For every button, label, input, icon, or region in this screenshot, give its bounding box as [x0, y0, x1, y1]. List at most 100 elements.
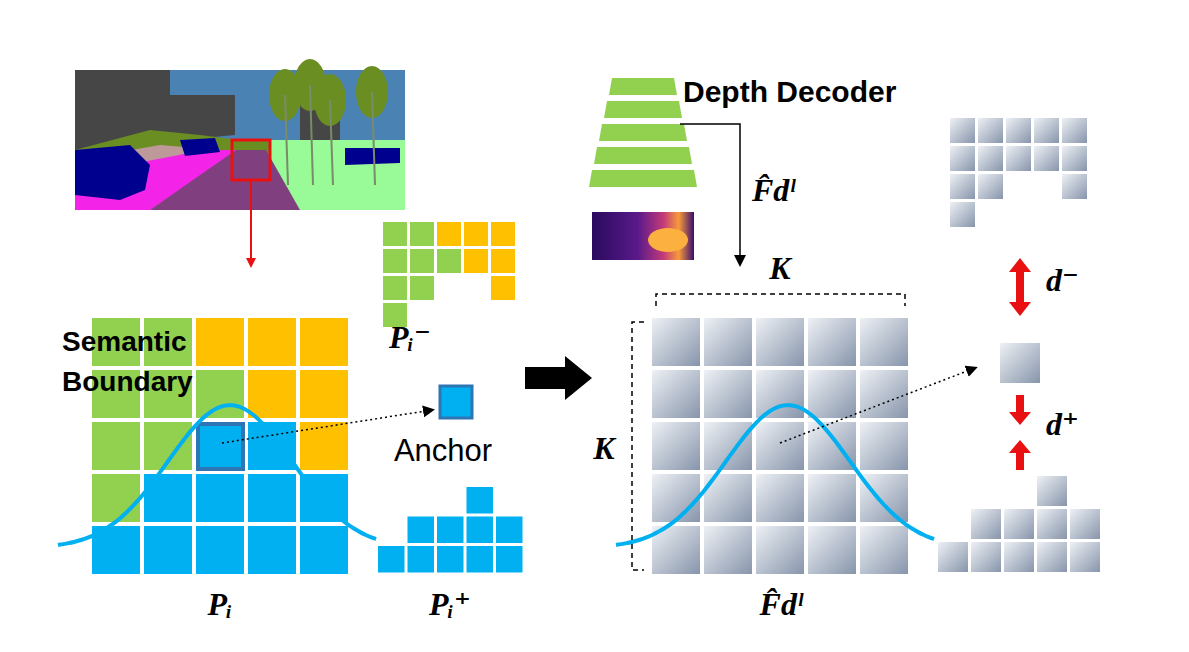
crop-box [232, 140, 270, 180]
negative-feature-cell [978, 146, 1003, 171]
feature-cell [652, 318, 700, 366]
segment-region [75, 130, 405, 210]
patch-cell [92, 474, 140, 522]
decoder-layer [604, 101, 682, 118]
patch-cell [196, 318, 244, 366]
negative-feature-cell [1006, 118, 1031, 143]
feature-cell [756, 370, 804, 418]
tree-trunk [285, 95, 288, 185]
dimension-label: K [593, 430, 614, 467]
depth-map-blob [648, 228, 688, 252]
decoder-layer [599, 124, 687, 141]
negative-cell [383, 276, 407, 300]
positive-feature-cell [1037, 542, 1067, 572]
feature-cell [652, 474, 700, 522]
positive-feature-cell [938, 542, 968, 572]
distance-arrow [1009, 258, 1031, 316]
negative-cell [464, 249, 488, 273]
negative-feature-cell [1006, 146, 1031, 171]
positive-cell [496, 546, 523, 573]
gaussian-curve [58, 405, 376, 545]
positive-cell [467, 546, 494, 573]
feature-cell [756, 422, 804, 470]
anchor-feature [1000, 343, 1040, 383]
negative-cell [383, 249, 407, 273]
patch-cell [300, 318, 348, 366]
positive-feature-cell [1070, 509, 1100, 539]
negative-feature-cell [1062, 118, 1087, 143]
positive-feature-cell [971, 542, 1001, 572]
tree-trunk [330, 100, 333, 185]
patch-cell [196, 370, 244, 418]
negative-cell [437, 249, 461, 273]
feature-cell [808, 474, 856, 522]
positive-feature-cell [971, 509, 1001, 539]
dotted-arrow [780, 368, 975, 443]
feature-label: F̂dˡ [760, 586, 803, 623]
feature-cell [704, 422, 752, 470]
feature-cell [704, 318, 752, 366]
positive-feature-cell [1037, 476, 1067, 506]
tree-trunk [372, 92, 375, 185]
positive-cell [496, 517, 523, 544]
dimension-bracket [632, 322, 644, 570]
feature-cell [860, 318, 908, 366]
positive-cell [408, 517, 435, 544]
negative-cell [464, 222, 488, 246]
negative-cell [410, 222, 434, 246]
negative-feature-cell [950, 118, 975, 143]
positive-cell [437, 517, 464, 544]
distance-arrow [1009, 395, 1031, 425]
boundary-label: Semantic Boundary [62, 322, 232, 402]
patch-cell [248, 370, 296, 418]
positive-cell [437, 546, 464, 573]
sky-region [75, 70, 405, 210]
segment-region [180, 138, 220, 156]
feature-cell [704, 370, 752, 418]
big-arrow [525, 356, 592, 400]
negative-feature-cell [1062, 146, 1087, 171]
segmentation-image [75, 59, 405, 266]
positive-feature-cell [1070, 542, 1100, 572]
dimension-label: K [769, 250, 790, 287]
feature-cell [860, 526, 908, 574]
feature-cell [756, 318, 804, 366]
feature-cell [652, 370, 700, 418]
decoder-layer [609, 78, 677, 95]
positive-cell [467, 487, 494, 514]
patch-cell [248, 474, 296, 522]
negative-feature-cell [1034, 146, 1059, 171]
decoder-layer [589, 170, 697, 187]
patch-grids [92, 118, 1100, 574]
feature-cell [808, 370, 856, 418]
segment-region [150, 150, 300, 210]
negative-cell [437, 222, 461, 246]
gaussian-curve [616, 405, 934, 545]
distance-arrow [1009, 440, 1031, 470]
negative-cell [491, 276, 515, 300]
crop-arrow [250, 180, 252, 266]
positive-feature-cell [1004, 509, 1034, 539]
negative-cell [491, 249, 515, 273]
anchor-sample [440, 386, 472, 418]
patch-cell [196, 474, 244, 522]
tree-trunk [310, 85, 313, 185]
feature-arrow [680, 124, 740, 264]
segment-region [75, 145, 150, 200]
feature-cell [860, 474, 908, 522]
negative-feature-cell [1062, 174, 1087, 199]
patch-cell [144, 526, 192, 574]
positive-feature-cell [1004, 542, 1034, 572]
negative-feature-cell [978, 118, 1003, 143]
positive-cell [408, 546, 435, 573]
positive-feature-cell [1037, 509, 1067, 539]
depth-map [592, 212, 694, 260]
negative-feature-cell [950, 174, 975, 199]
negative-feature-cell [978, 174, 1003, 199]
feature-cell [756, 526, 804, 574]
negative-feature-cell [950, 202, 975, 227]
decoration [58, 78, 1031, 570]
positive-cell [378, 546, 405, 573]
feature-cell [808, 318, 856, 366]
feature-cell [652, 422, 700, 470]
